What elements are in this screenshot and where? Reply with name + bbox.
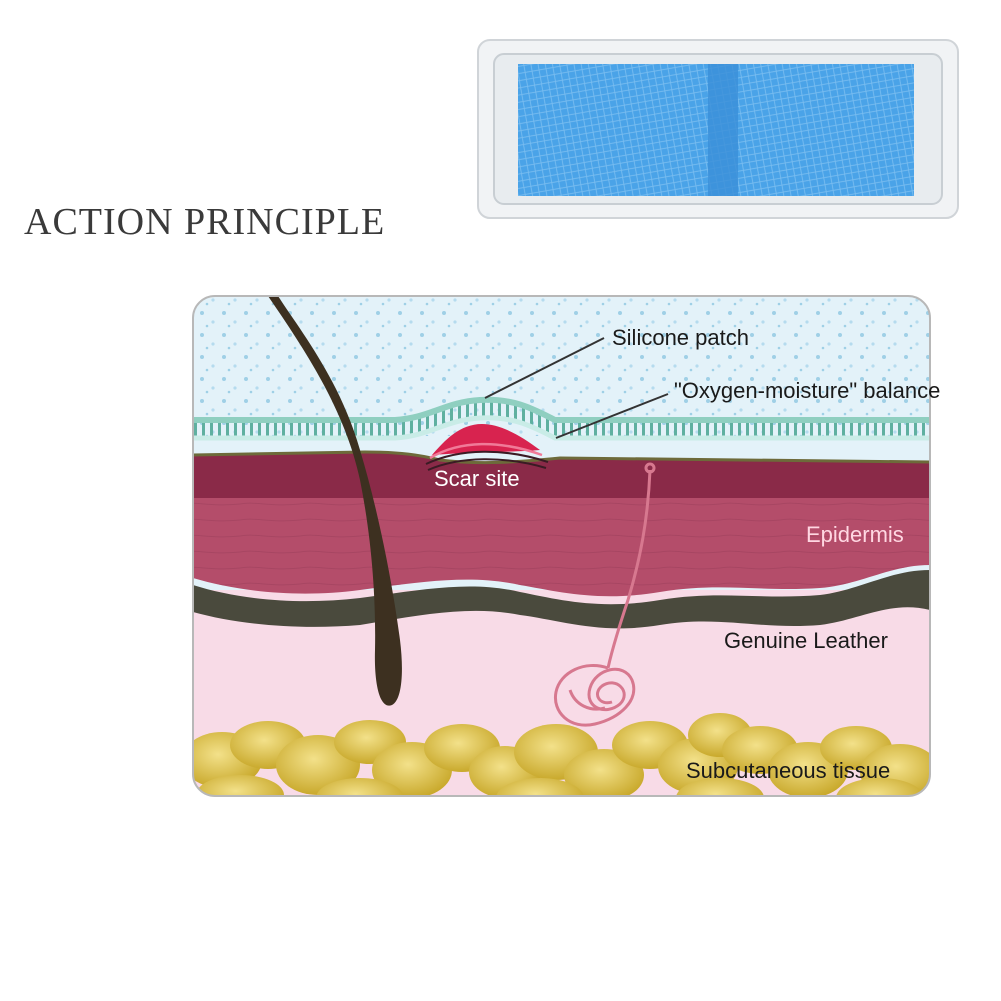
label-subcutaneous-tissue: Subcutaneous tissue [686, 758, 891, 783]
label-oxygen-moisture-balance: "Oxygen-moisture" balance [674, 378, 941, 403]
hair-follicle [268, 296, 402, 706]
label-scar-site: Scar site [434, 466, 520, 491]
label-silicone-patch: Silicone patch [612, 325, 749, 350]
leader-oxygen-moisture [555, 393, 669, 439]
label-epidermis: Epidermis [806, 522, 904, 547]
label-genuine-leather: Genuine Leather [724, 628, 888, 653]
silicone-patch-layer [193, 399, 930, 436]
stratum-corneum [193, 452, 930, 498]
subcutaneous-fat [193, 713, 930, 796]
leader-silicone-patch [484, 337, 605, 399]
sheet-fold [708, 64, 738, 196]
diagram-frame [192, 295, 931, 797]
sweat-gland [553, 462, 656, 727]
silicone-patch-package-image [477, 39, 959, 219]
page-title: ACTION PRINCIPLE [24, 201, 386, 243]
